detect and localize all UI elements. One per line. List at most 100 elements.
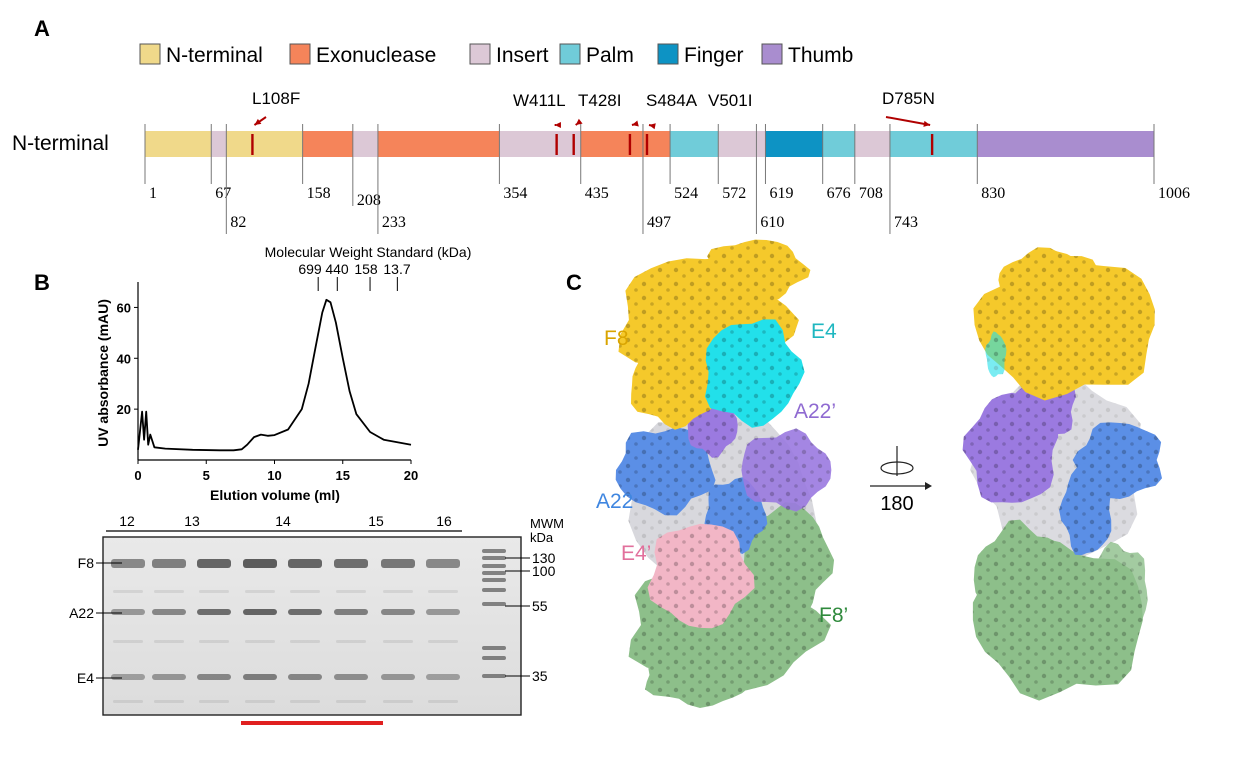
f8-prime-subunit [1086, 541, 1148, 639]
panel-label-b: B [34, 270, 50, 295]
faint-band [113, 640, 143, 643]
mw-standard-label: 158 [354, 261, 378, 277]
faint-band [428, 700, 458, 703]
subunit-label: E4’ [621, 542, 651, 565]
e4-prime-subunit [647, 523, 755, 629]
protein-band [381, 609, 415, 615]
faint-band [428, 590, 458, 593]
domain-segment-exonuclease [377, 131, 500, 157]
band-label: F8 [78, 555, 95, 571]
mutation-arrowhead [648, 123, 656, 130]
x-tick-label: 0 [134, 468, 141, 483]
mutation-label: L108F [252, 89, 300, 108]
boundary-label: 1006 [1158, 185, 1190, 202]
x-tick-label: 5 [203, 468, 210, 483]
protein-band [111, 674, 145, 680]
legend-label-n-terminal: N-terminal [166, 44, 263, 67]
mutation-label: S484A [646, 91, 698, 110]
fraction-label: 13 [184, 513, 200, 529]
subunit-label: A22 [596, 490, 633, 513]
legend-swatch-insert [469, 43, 491, 65]
marker-band [482, 571, 506, 575]
protein-band [381, 559, 415, 568]
fraction-label: 15 [368, 513, 384, 529]
panel-label-a: A [34, 16, 50, 41]
protein-band [152, 559, 186, 568]
marker-band [482, 578, 506, 582]
protein-band [197, 609, 231, 615]
protein-band [152, 609, 186, 615]
marker-label: 100 [532, 563, 556, 579]
faint-band [290, 700, 320, 703]
legend-swatch-palm [559, 43, 581, 65]
protein-band [243, 609, 277, 615]
x-tick-label: 15 [336, 468, 350, 483]
faint-band [428, 640, 458, 643]
marker-label: 130 [532, 550, 556, 566]
x-tick-label: 10 [267, 468, 281, 483]
legend-swatch-finger [657, 43, 679, 65]
f8-subunit [631, 344, 722, 430]
band-label: A22 [69, 605, 94, 621]
legend-label-thumb: Thumb [788, 44, 853, 67]
protein-band [197, 559, 231, 568]
marker-band [482, 549, 506, 553]
protein-band [334, 609, 368, 615]
protein-band [111, 609, 145, 615]
domain-segment-n-terminal [145, 131, 212, 157]
x-axis-label: Elution volume (ml) [210, 487, 340, 503]
domain-bar [145, 131, 1154, 157]
faint-band [199, 590, 229, 593]
y-tick-label: 20 [117, 402, 131, 417]
subunit-label: F8’ [819, 604, 848, 627]
mutation-label: D785N [882, 89, 935, 108]
y-axis-label: UV absorbance (mAU) [95, 299, 111, 447]
faint-band [245, 700, 275, 703]
domain-segment-palm [670, 131, 719, 157]
elution-trace [137, 298, 412, 452]
marker-unit: kDa [530, 530, 554, 545]
protein-band [288, 609, 322, 615]
marker-band [482, 588, 506, 592]
domain-segment-thumb [977, 131, 1154, 157]
mutation-arrowhead [575, 118, 583, 125]
boundary-label: 354 [503, 185, 527, 202]
domain-segment-exonuclease [580, 131, 671, 157]
band-label: E4 [77, 670, 94, 686]
protein-band [243, 674, 277, 680]
mw-standard-label: 13.7 [383, 261, 410, 277]
marker-band [482, 602, 506, 606]
boundary-label: 610 [760, 214, 784, 231]
mutation-label: W411L [513, 91, 566, 110]
domain-segment-finger [765, 131, 823, 157]
protein-band [197, 674, 231, 680]
faint-band [245, 640, 275, 643]
domain-segment-insert [211, 131, 227, 157]
marker-label: 55 [532, 598, 548, 614]
x-tick-label: 20 [404, 468, 418, 483]
domain-segment-insert [854, 131, 890, 157]
boundary-label: 572 [722, 185, 746, 202]
faint-band [154, 640, 184, 643]
faint-band [245, 590, 275, 593]
marker-band [482, 564, 506, 568]
e4-subunit [705, 319, 805, 428]
domain-segment-n-terminal [226, 131, 303, 157]
domain-segment-insert [756, 131, 766, 157]
boundary-label: 619 [769, 185, 793, 202]
protein-band [288, 674, 322, 680]
subunit-label: A22’ [794, 400, 836, 423]
domain-segment-insert [499, 131, 581, 157]
marker-band [482, 556, 506, 560]
protein-band [334, 674, 368, 680]
protein-band [381, 674, 415, 680]
f8-subunit [704, 239, 811, 301]
marker-band [482, 656, 506, 660]
protein-band [426, 674, 460, 680]
faint-band [336, 640, 366, 643]
